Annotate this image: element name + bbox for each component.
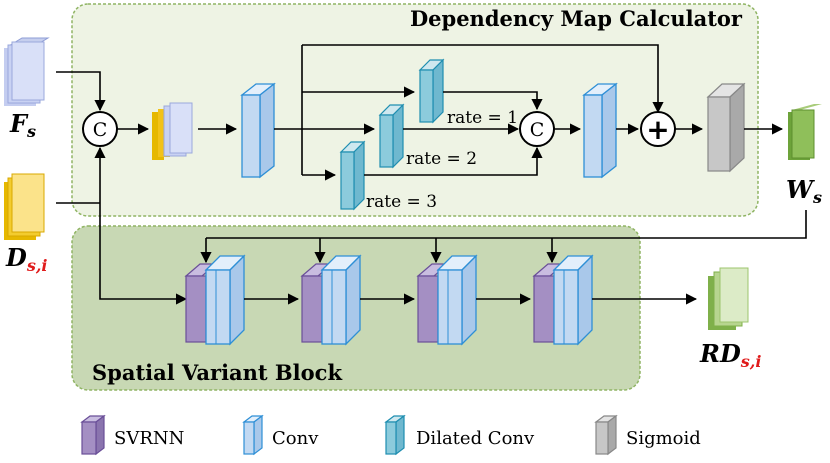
dilated-conv-rate-1 (418, 58, 445, 124)
arrow-features-to-concat (56, 71, 106, 112)
add-op-label: + (646, 113, 669, 146)
rate-3-label: rate = 3 (366, 192, 437, 212)
weights-output (788, 104, 822, 160)
weights-label: Ws (786, 175, 822, 207)
arrow-dilated-3-to-concat (364, 146, 543, 176)
svrnn-unit-2 (300, 254, 362, 346)
dilated-conv-rate-3 (339, 140, 366, 211)
spatial-block-title: Spatial Variant Block (92, 360, 342, 385)
legend-dilated-conv-icon (384, 414, 406, 456)
svrnn-unit-1 (184, 254, 246, 346)
legend-svrnn-icon (80, 414, 106, 456)
legend-conv-label: Conv (272, 428, 319, 449)
arrow-dilated-1-to-concat (443, 91, 543, 111)
feature-map-input (4, 37, 50, 106)
features-label: Fs (9, 109, 36, 141)
conv-block-1 (240, 82, 276, 179)
concat-op-1-label: C (93, 119, 108, 141)
result-label: RDs,i (699, 339, 761, 371)
dependency-label: Ds,i (5, 243, 47, 275)
svrnn-unit-3 (416, 254, 478, 346)
dependency-map-input (4, 173, 45, 240)
dependency-block-title: Dependency Map Calculator (410, 6, 743, 31)
concat-op-2-label: C (530, 119, 545, 141)
rate-1-label: rate = 1 (447, 108, 518, 128)
legend-sigmoid-icon (594, 414, 618, 456)
rate-2-label: rate = 2 (406, 149, 477, 169)
skip-connection (302, 44, 664, 114)
svrnn-unit-4 (532, 254, 594, 346)
sigmoid-block (706, 82, 746, 173)
legend-conv-icon (242, 414, 264, 456)
result-output (708, 267, 749, 330)
concatenated-maps (152, 102, 193, 160)
legend: SVRNN Conv Dilated Conv Sigmoid (80, 414, 701, 456)
dilated-conv-rate-2 (378, 103, 405, 169)
weights-feedback-line (206, 210, 807, 239)
conv-block-2 (582, 82, 618, 179)
arrow-dependency-to-svrnn (99, 203, 188, 305)
legend-sigmoid-label: Sigmoid (626, 428, 701, 449)
legend-dilated-conv-label: Dilated Conv (416, 428, 535, 449)
legend-svrnn-label: SVRNN (114, 428, 184, 449)
